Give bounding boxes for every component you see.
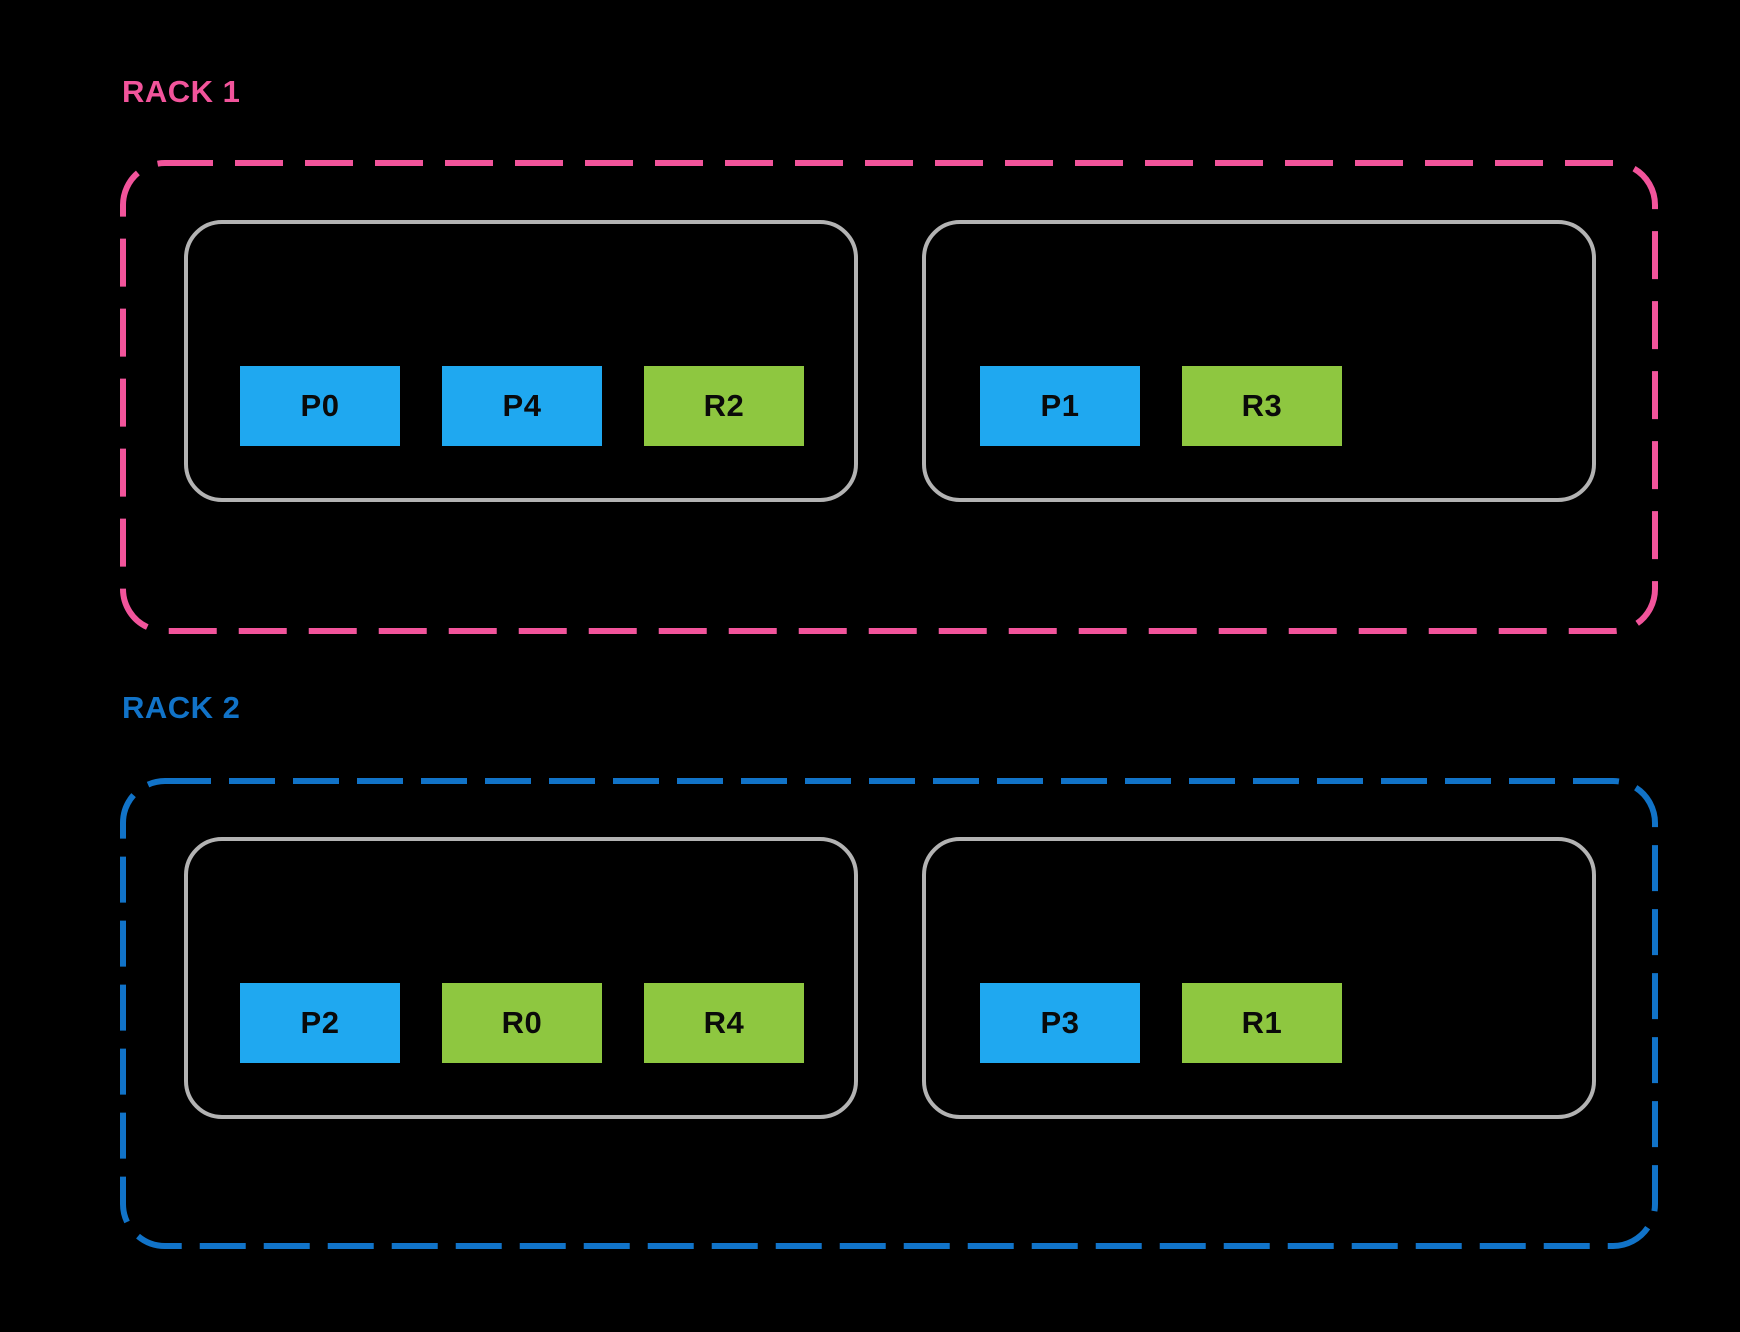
rack-2-host-2: P3 R1 bbox=[922, 837, 1596, 1119]
node-r4: R4 bbox=[644, 983, 804, 1063]
node-r2: R2 bbox=[644, 366, 804, 446]
rack-2-outline bbox=[120, 778, 1658, 1258]
node-r0: R0 bbox=[442, 983, 602, 1063]
rack-1-host-1: P0 P4 R2 bbox=[184, 220, 858, 502]
rack-2-label: RACK 2 bbox=[122, 690, 241, 725]
node-p4: P4 bbox=[442, 366, 602, 446]
node-p3: P3 bbox=[980, 983, 1140, 1063]
rack-1-outline bbox=[120, 160, 1658, 640]
rack-1: RACK 1 P0 P4 R2 P1 R3 bbox=[120, 73, 1658, 634]
rack-2: RACK 2 P2 R0 R4 P3 R1 bbox=[120, 689, 1658, 1250]
node-p1: P1 bbox=[980, 366, 1140, 446]
rack-2-host-1: P2 R0 R4 bbox=[184, 837, 858, 1119]
rack-1-dashed-border bbox=[120, 160, 1658, 634]
node-p0: P0 bbox=[240, 366, 400, 446]
rack-1-label: RACK 1 bbox=[122, 74, 241, 109]
node-p2: P2 bbox=[240, 983, 400, 1063]
node-r1: R1 bbox=[1182, 983, 1342, 1063]
rack-1-host-2: P1 R3 bbox=[922, 220, 1596, 502]
rack-2-dashed-border bbox=[120, 778, 1658, 1249]
node-r3: R3 bbox=[1182, 366, 1342, 446]
